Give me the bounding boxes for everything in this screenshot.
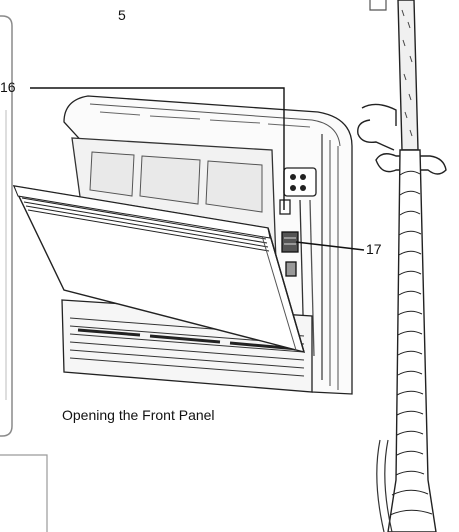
left-frame <box>0 15 13 437</box>
label-5: 5 <box>118 7 126 23</box>
front-panel <box>12 185 306 353</box>
top-box <box>369 0 387 11</box>
figure-caption: Opening the Front Panel <box>62 407 215 423</box>
leader-16 <box>30 87 285 210</box>
insulated-pipe <box>357 0 447 532</box>
lower-box <box>0 454 48 532</box>
leader-17 <box>295 241 365 251</box>
label-16: 16 <box>0 79 16 95</box>
label-17: 17 <box>366 241 382 257</box>
